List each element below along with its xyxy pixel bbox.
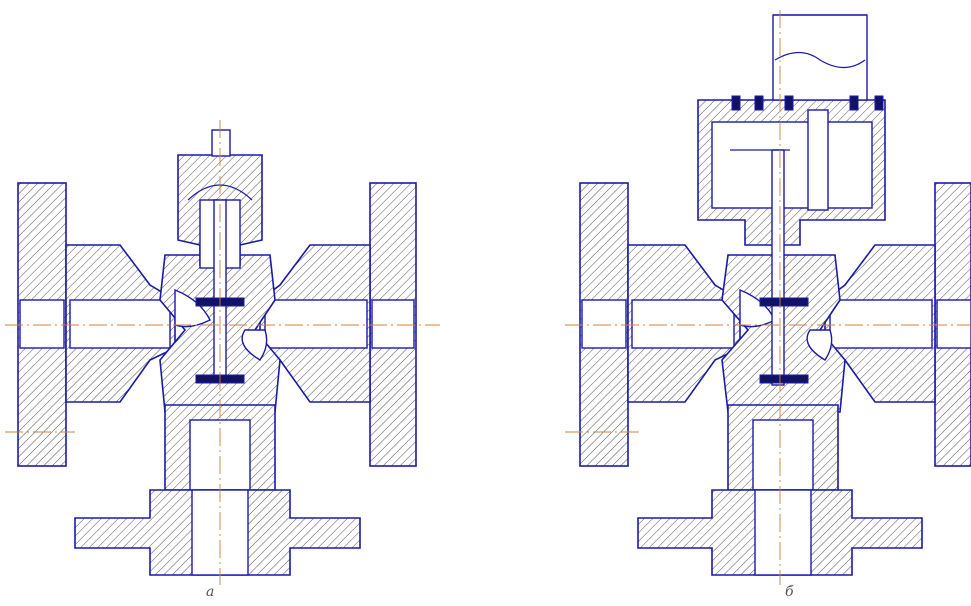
actuator-motor-b [772, 14, 868, 101]
caption-b: б [785, 584, 794, 600]
valve-view-b [565, 10, 971, 585]
stem-b [771, 149, 785, 386]
caption-a: а [206, 584, 215, 600]
valve-view-a [5, 120, 440, 585]
